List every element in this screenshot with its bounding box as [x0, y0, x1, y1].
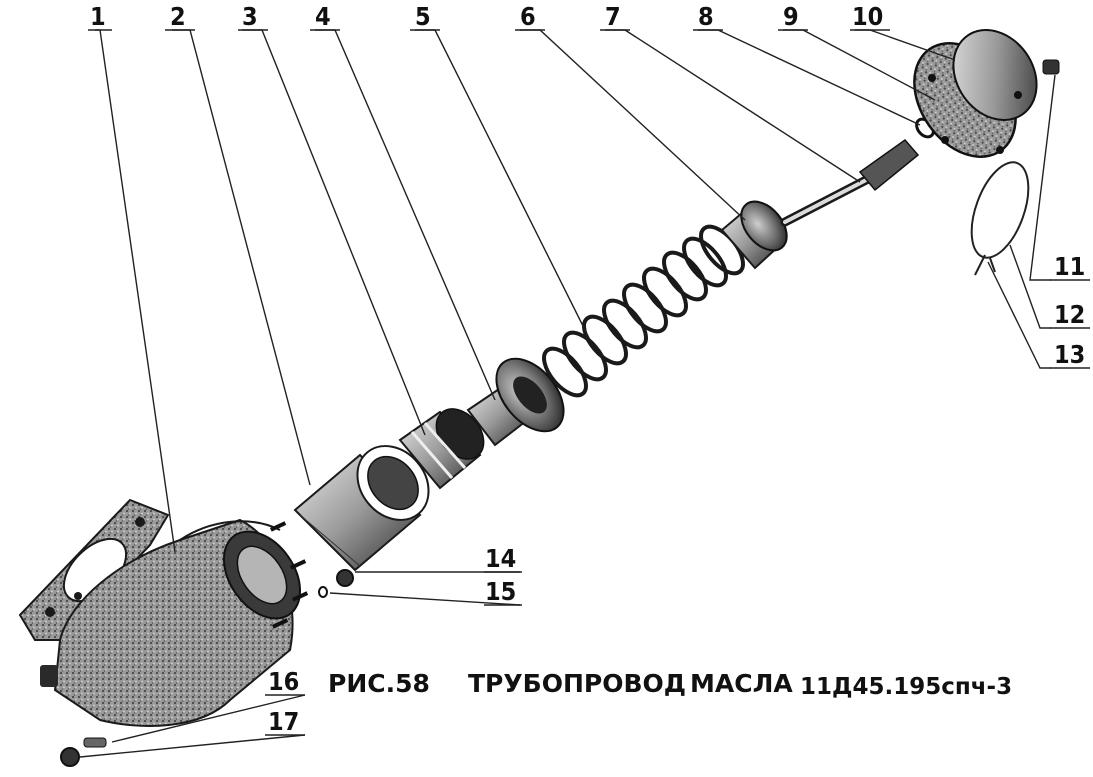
label-15: 15: [485, 577, 516, 606]
part-13-seal: [974, 254, 996, 276]
part-2-sleeve: [293, 445, 430, 572]
part-17-nut: [60, 747, 80, 767]
part-14-nut: [336, 569, 354, 587]
caption-title: ТРУБОПРОВОД: [468, 669, 686, 698]
label-8: 8: [698, 2, 714, 31]
part-1-housing: [18, 498, 309, 727]
part-10-cover: [913, 29, 1038, 158]
label-4: 4: [315, 2, 331, 31]
part-16-stud: [83, 737, 107, 748]
label-5: 5: [415, 2, 431, 31]
part-5-spring: [542, 224, 745, 398]
label-16: 16: [268, 667, 299, 696]
label-9: 9: [783, 2, 799, 31]
label-11: 11: [1054, 252, 1085, 281]
caption-code: 11Д45.195спч-3: [800, 674, 1012, 700]
part-7-stem: [780, 138, 920, 227]
label-12: 12: [1054, 300, 1085, 329]
part-labels: 1 2 3 4 5 6 7 8 9 10 11 12 13 14 15 16 1…: [88, 2, 1090, 736]
part-15-washer: [318, 586, 328, 598]
caption-title-2: МАСЛА: [690, 669, 793, 698]
part-11-nut: [1042, 59, 1060, 75]
label-13: 13: [1054, 340, 1085, 369]
label-6: 6: [520, 2, 536, 31]
part-4-seat: [466, 357, 565, 447]
part-12-gasket: [970, 161, 1030, 259]
figure-caption: РИС.58 ТРУБОПРОВОД МАСЛА 11Д45.195спч-3: [328, 669, 1012, 700]
label-7: 7: [605, 2, 621, 31]
label-17: 17: [268, 707, 299, 736]
label-1: 1: [90, 2, 106, 31]
label-10: 10: [852, 2, 883, 31]
caption-figure-number: РИС.58: [328, 669, 430, 698]
label-14: 14: [485, 544, 516, 573]
part-6-nut: [720, 200, 788, 270]
label-3: 3: [242, 2, 258, 31]
label-2: 2: [170, 2, 186, 31]
part-3-bush: [398, 408, 485, 490]
